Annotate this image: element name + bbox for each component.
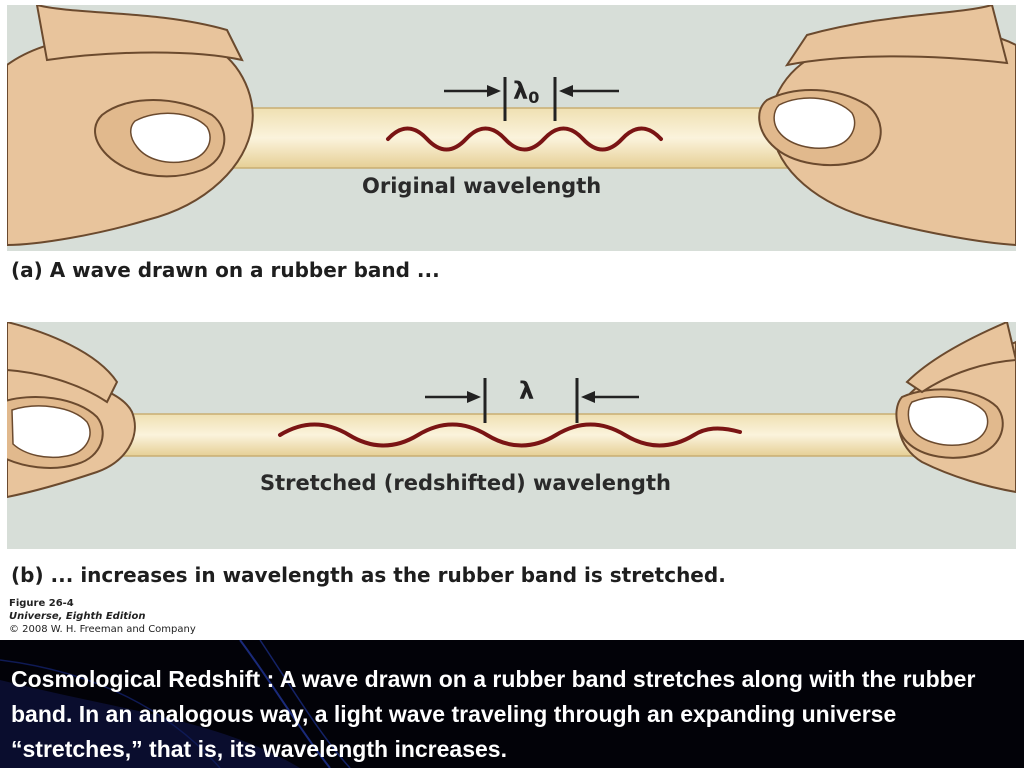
stretched-wave [278, 422, 742, 448]
book-title: Universe, Eighth Edition [9, 611, 146, 622]
original-wavelength-label: Original wavelength [362, 174, 602, 198]
panel-b-illustration: λ Stretched (redshifted) wavelength [7, 322, 1016, 549]
panel-a-illustration: λ0 Original wavelength [7, 5, 1016, 251]
copyright-line: © 2008 W. H. Freeman and Company [9, 624, 196, 635]
left-hand [7, 5, 254, 247]
arrow-left [559, 85, 619, 97]
arrow-left-b [581, 391, 639, 403]
left-hand-b [7, 322, 136, 499]
right-hand-b [895, 322, 1016, 494]
stretched-wavelength-label: Stretched (redshifted) wavelength [260, 471, 671, 495]
footer-description: Cosmological Redshift : A wave drawn on … [11, 666, 976, 762]
original-wave [386, 126, 663, 152]
lambda-subscript: 0 [528, 88, 540, 107]
panel-b-drawing [7, 322, 1016, 499]
lambda-label: λ [519, 377, 535, 405]
rubber-band [156, 107, 878, 169]
lambda-symbol: λ [513, 77, 529, 105]
arrow-right [444, 85, 501, 97]
slide-footer: Cosmological Redshift : A wave drawn on … [0, 640, 1024, 768]
panel-a-drawing [7, 5, 1016, 247]
arrow-right-b [425, 391, 481, 403]
panel-a-caption: (a) A wave drawn on a rubber band ... [11, 258, 440, 282]
right-hand [758, 5, 1016, 247]
figure-number: Figure 26-4 [9, 598, 74, 609]
panel-b-caption: (b) ... increases in wavelength as the r… [11, 563, 726, 587]
footer-decoration [0, 640, 351, 768]
stretched-rubber-band [66, 413, 968, 457]
lambda-zero-label: λ0 [513, 77, 539, 107]
